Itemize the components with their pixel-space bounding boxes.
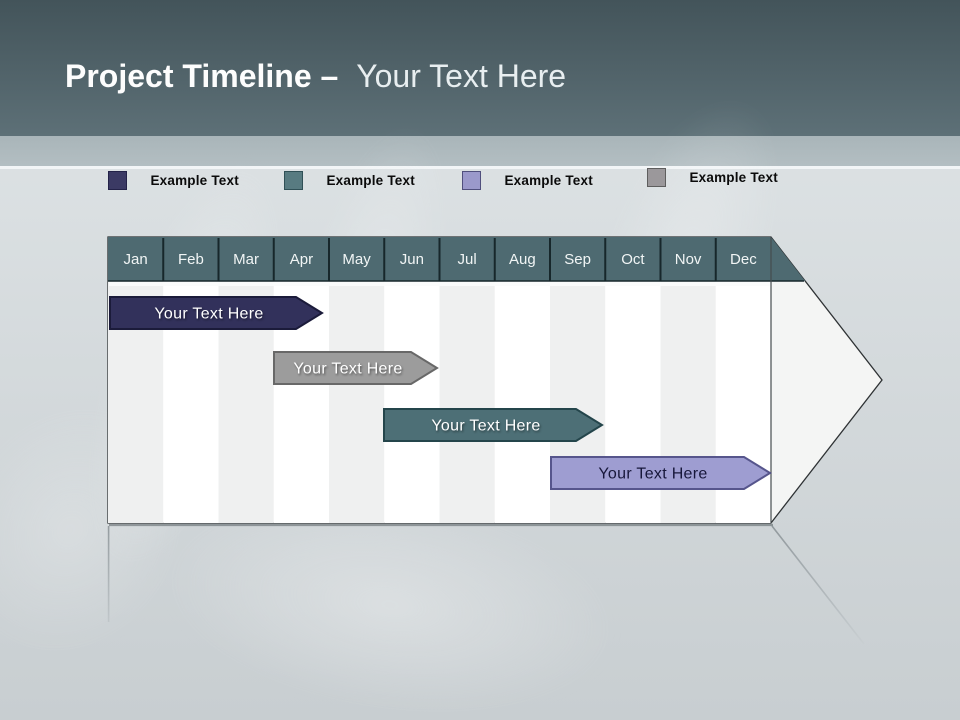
legend-item-1[interactable]: Example Text bbox=[108, 171, 239, 191]
legend-item-4[interactable]: Example Text bbox=[647, 168, 778, 188]
task-bar-2[interactable] bbox=[273, 351, 439, 385]
legend-label[interactable]: Example Text bbox=[150, 173, 239, 188]
task-bar-3[interactable] bbox=[383, 408, 604, 442]
month-column-stripe bbox=[384, 281, 440, 523]
task-bar-4[interactable] bbox=[550, 456, 772, 490]
legend-swatch-periwinkle bbox=[462, 171, 481, 190]
legend-label[interactable]: Example Text bbox=[326, 173, 415, 188]
legend-label[interactable]: Example Text bbox=[689, 170, 778, 185]
legend-swatch-navy bbox=[108, 171, 127, 190]
month-label: Apr bbox=[290, 251, 313, 268]
month-labels: Jan Feb Mar Apr May Jun Jul Aug Sep Oct … bbox=[124, 251, 758, 268]
title-placeholder-text[interactable]: Your Text Here bbox=[356, 58, 567, 94]
under-header-highlight bbox=[109, 282, 770, 286]
month-label: Sep bbox=[564, 251, 591, 268]
month-column-stripe bbox=[329, 281, 385, 523]
task-bar-2-label[interactable]: Your Text Here bbox=[293, 361, 402, 378]
month-label: Mar bbox=[233, 251, 259, 268]
month-label: Jan bbox=[124, 251, 148, 268]
month-header-band bbox=[108, 237, 806, 281]
task-bar-3-label[interactable]: Your Text Here bbox=[431, 418, 540, 435]
month-header-dividers bbox=[162, 238, 717, 281]
month-label: Jun bbox=[400, 251, 424, 268]
task-bar-1-label[interactable]: Your Text Here bbox=[154, 306, 263, 323]
header-band-background bbox=[0, 0, 960, 136]
legend-swatch-teal bbox=[284, 171, 303, 190]
chart-reflection bbox=[107, 523, 865, 645]
legend-item-3[interactable]: Example Text bbox=[462, 171, 593, 191]
legend-item-2[interactable]: Example Text bbox=[284, 171, 415, 191]
month-label: Dec bbox=[730, 251, 757, 268]
month-label: Aug bbox=[509, 251, 536, 268]
month-label: Oct bbox=[621, 251, 645, 268]
month-label: May bbox=[342, 251, 371, 268]
legend-label[interactable]: Example Text bbox=[504, 173, 593, 188]
task-bar-1[interactable] bbox=[109, 296, 324, 330]
month-label: Nov bbox=[675, 251, 702, 268]
month-column-stripe bbox=[439, 281, 495, 523]
subheader-strip-background bbox=[0, 136, 960, 166]
task-bar-4-label[interactable]: Your Text Here bbox=[598, 466, 707, 483]
title-main-text[interactable]: Project Timeline – bbox=[65, 58, 339, 94]
strip-highlight-line bbox=[0, 166, 960, 169]
month-label: Jul bbox=[458, 251, 477, 268]
slide-title[interactable]: Project Timeline – Your Text Here bbox=[65, 57, 566, 95]
task-bars: Your Text Here Your Text Here Your Text … bbox=[109, 296, 772, 490]
month-column-stripe bbox=[494, 281, 550, 523]
legend-swatch-gray bbox=[647, 168, 666, 187]
month-label: Feb bbox=[178, 251, 204, 268]
